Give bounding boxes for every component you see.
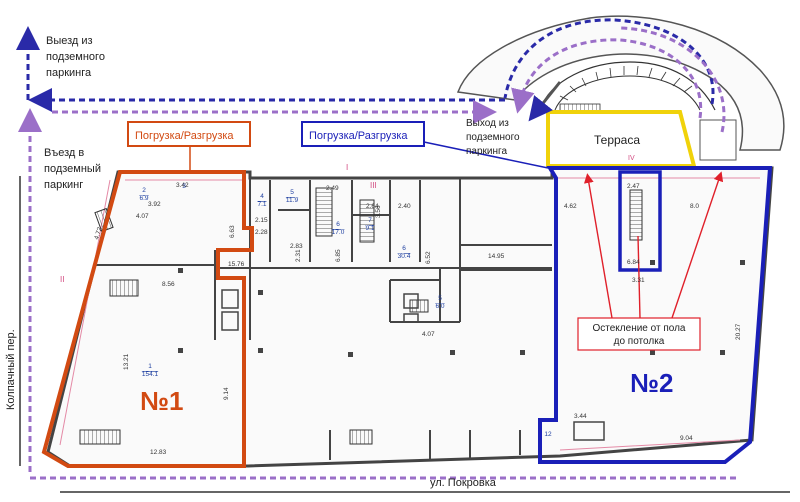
- room-area: 6.9: [139, 195, 148, 202]
- dimension-label: 8.56: [162, 281, 175, 288]
- unit-2-label: №2: [630, 368, 673, 398]
- loading-2-label: Погрузка/Разгрузка: [309, 130, 408, 142]
- dimension-label: 4.07: [422, 331, 435, 338]
- room-number: 5: [290, 189, 294, 196]
- dimension-label: 3.42: [176, 182, 189, 189]
- entry-parking-line-3: паркинг: [44, 179, 83, 191]
- dimension-label: 12.83: [150, 449, 167, 456]
- unit-2-core: [618, 170, 662, 272]
- room-number: 2: [142, 187, 146, 194]
- dimension-label: 6.85: [335, 249, 342, 262]
- roman-3: III: [370, 181, 377, 190]
- room-number: 6: [336, 221, 340, 228]
- room-area: 11.9: [286, 197, 299, 204]
- terrace-roman: IV: [628, 155, 635, 162]
- loading-1-box: [127, 121, 251, 147]
- dimension-label: 9.04: [680, 435, 693, 442]
- room-area: 154.1: [142, 371, 159, 378]
- room-area: 30.4: [398, 253, 411, 260]
- unit-2-outline: [538, 166, 773, 464]
- dimension-label: 4.72: [93, 226, 104, 241]
- parking-routes: [16, 18, 740, 480]
- dimension-label: 2.83: [290, 243, 303, 250]
- roman-2: II: [60, 275, 64, 284]
- building-outline: [46, 166, 774, 468]
- dimension-label: 9.14: [223, 387, 230, 400]
- street-left-label: Колпачный пер.: [5, 329, 17, 410]
- glazing-arrows: [583, 171, 724, 319]
- loading-2-leader: [423, 141, 549, 169]
- room-number: 12: [544, 431, 552, 438]
- dimension-label: 2.28: [255, 229, 268, 236]
- dimension-label: 6.52: [425, 251, 432, 264]
- room-number: 3: [182, 183, 186, 190]
- room-area: 6.0: [435, 303, 444, 310]
- dimension-label: 6.63: [229, 225, 236, 238]
- dimension-label: 2.47: [627, 183, 640, 190]
- dimension-label: 13.21: [123, 353, 130, 370]
- terrace-label: Терраса: [594, 133, 640, 147]
- roman-1: I: [346, 163, 348, 172]
- dimension-label: 6.84: [627, 259, 640, 266]
- entry-parking-line-2: подземный: [44, 163, 101, 175]
- street-bottom-label: ул. Покровка: [430, 477, 497, 489]
- room-number: 1: [148, 363, 152, 370]
- dimension-label: 4.62: [564, 203, 577, 210]
- dimension-label: 20.27: [735, 323, 742, 340]
- dimension-label: 2.64: [366, 203, 379, 210]
- dimension-label: 3.56: [375, 205, 382, 218]
- dimension-label: 15.76: [228, 261, 245, 268]
- exit-parking-line-1: Выезд из: [46, 35, 93, 47]
- dimension-label: 2.49: [326, 185, 339, 192]
- room-number: 5: [438, 295, 442, 302]
- glazing-line-2: до потолка: [614, 336, 665, 347]
- dimension-label: 2.31: [295, 249, 302, 262]
- exit-right-line-3: паркинга: [466, 146, 507, 157]
- dimension-label: 2.15: [255, 217, 268, 224]
- dimension-label: 14.95: [488, 253, 505, 260]
- room-number: 4: [260, 193, 264, 200]
- loading-1-label: Погрузка/Разгрузка: [135, 130, 234, 142]
- dimension-label: 3.44: [574, 413, 587, 420]
- room-number: 6: [402, 245, 406, 252]
- dimension-label: 2.40: [398, 203, 411, 210]
- dimension-label: 3.31: [632, 277, 645, 284]
- dimension-label: 8.0: [690, 203, 699, 210]
- dimension-labels: 3.423.924.074.728.5615.7613.2112.839.142…: [93, 182, 742, 456]
- exit-right-line-2: подземного: [466, 132, 520, 143]
- loading-2-box: [301, 121, 425, 147]
- dimension-label: 4.07: [136, 213, 149, 220]
- room-area: 17.0: [332, 229, 345, 236]
- unit-1-outline: [41, 170, 254, 468]
- unit-1-label: №1: [140, 386, 183, 416]
- room-area: 9.1: [365, 225, 374, 232]
- room-area: 7.1: [257, 201, 266, 208]
- exit-parking-line-2: подземного: [46, 51, 105, 63]
- room-number: 7: [368, 217, 372, 224]
- dimension-label: 3.92: [148, 201, 161, 208]
- glazing-callout-box: [577, 317, 701, 351]
- glazing-line-1: Остекление от пола: [593, 323, 686, 334]
- exit-parking-line-3: паркинга: [46, 67, 92, 79]
- exit-right-line-1: Выход из: [466, 118, 509, 129]
- entry-parking-line-1: Въезд в: [44, 147, 84, 159]
